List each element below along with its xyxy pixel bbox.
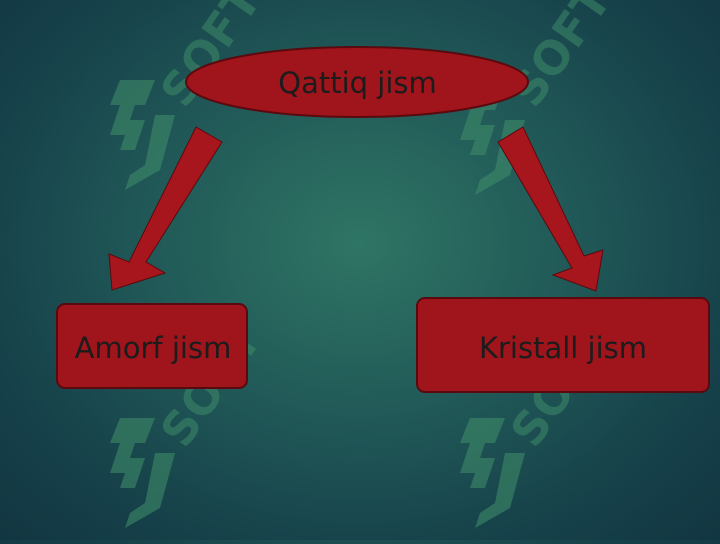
arrow-to-amorf: [108, 126, 223, 291]
node-qattiq-jism: [185, 46, 529, 118]
node-kristall-jism: [416, 297, 710, 393]
node-amorf-jism: [56, 303, 248, 389]
node-label-amorf: Amorf jism: [74, 331, 232, 365]
node-label-root: Qattiq jism: [278, 66, 437, 100]
node-label-kristall: Kristall jism: [478, 331, 648, 365]
arrow-to-kristall: [497, 126, 604, 292]
